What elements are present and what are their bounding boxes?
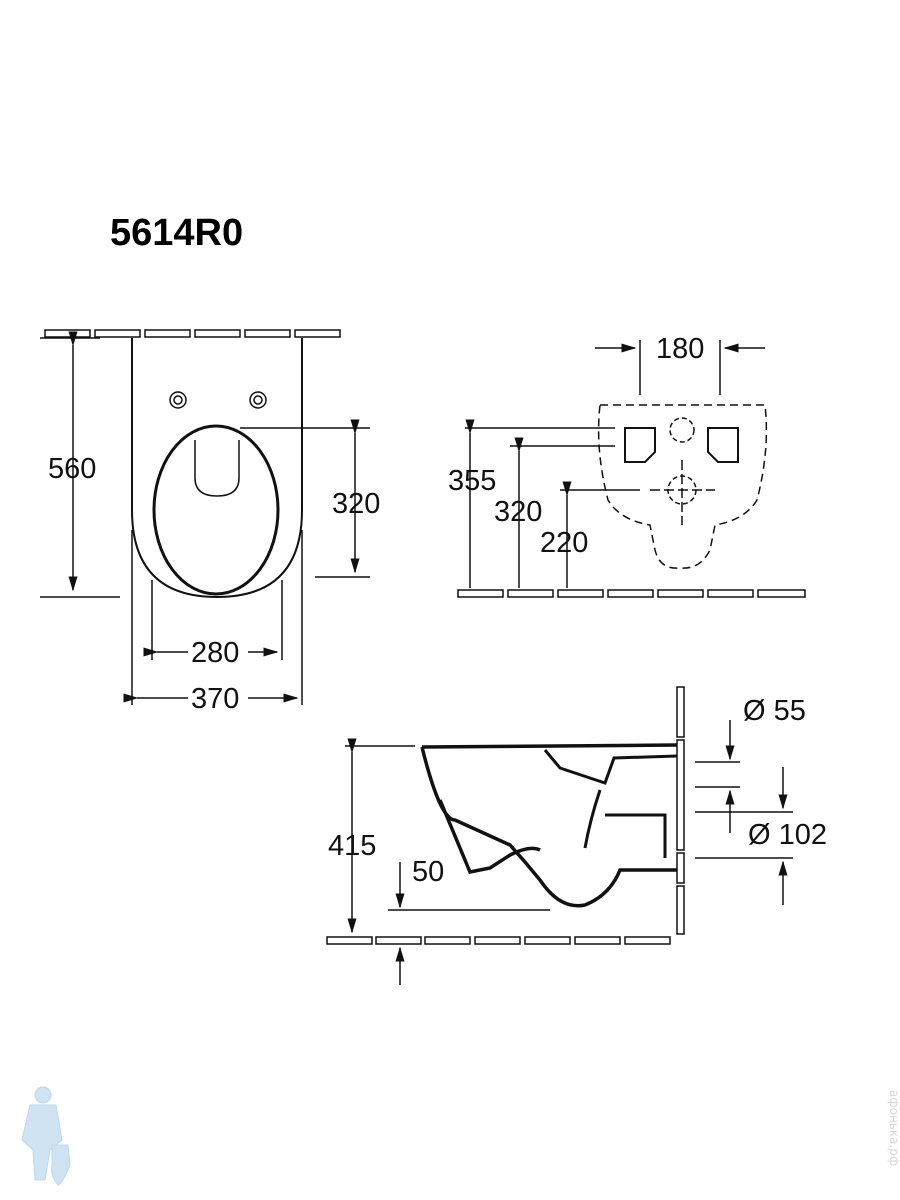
dim-diameter-102: Ø 102 xyxy=(748,819,827,851)
top-view xyxy=(40,329,370,705)
bowl-dashed-outline xyxy=(597,404,768,569)
dim-355: 355 xyxy=(448,465,496,497)
dim-50: 50 xyxy=(412,856,444,888)
dim-diameter-55: Ø 55 xyxy=(743,695,806,727)
bowl-outline xyxy=(131,338,303,599)
dim-370: 370 xyxy=(191,683,239,715)
dim-320-front: 320 xyxy=(494,496,542,528)
side-floor-tiles xyxy=(326,936,671,945)
dim-320-top: 320 xyxy=(332,488,380,520)
dim-180: 180 xyxy=(656,333,704,365)
bolt-pad-right xyxy=(707,427,739,463)
flush-slot xyxy=(194,440,240,497)
watermark: афонька.рф xyxy=(887,1090,900,1166)
dim-415: 415 xyxy=(328,830,376,862)
seat-opening xyxy=(152,424,280,596)
side-view xyxy=(326,686,793,985)
dim-220: 220 xyxy=(540,527,588,559)
floor-tiles xyxy=(457,589,806,598)
side-wall xyxy=(676,686,685,935)
bowl-side-profile xyxy=(420,743,678,908)
seat-hole-left xyxy=(169,391,187,409)
front-view xyxy=(457,340,806,598)
dim-560: 560 xyxy=(48,453,96,485)
model-title: 5614R0 xyxy=(110,212,243,254)
wall-tiles xyxy=(44,329,341,338)
seat-hole-right xyxy=(249,391,267,409)
plumber-logo xyxy=(21,1086,71,1186)
dim-280: 280 xyxy=(191,637,239,669)
bolt-pad-left xyxy=(624,427,656,463)
